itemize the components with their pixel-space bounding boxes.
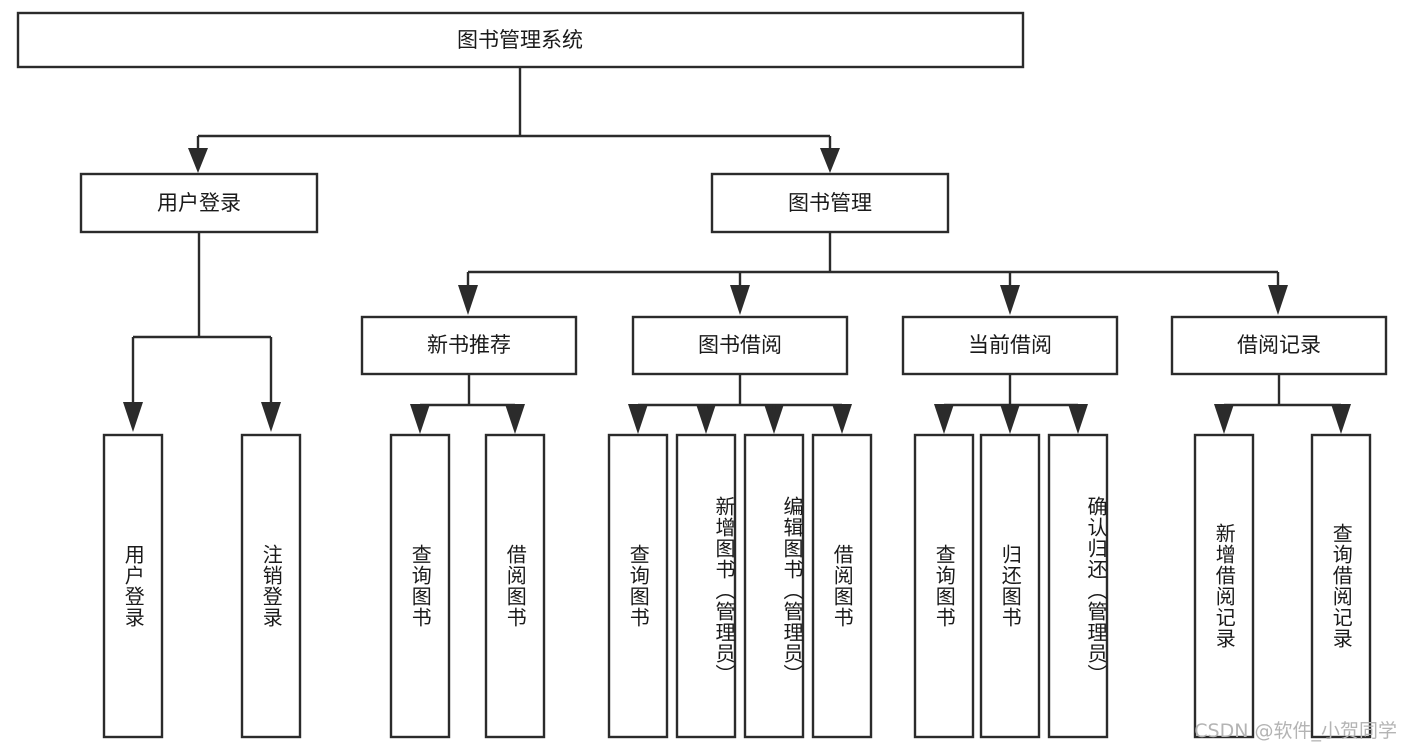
arrow-new-book-recommend bbox=[458, 285, 478, 315]
arrow-leaf-query-record bbox=[1331, 404, 1351, 434]
arrow-leaf-query-book-3 bbox=[934, 404, 954, 434]
arrow-leaf-borrow-book-1 bbox=[505, 404, 525, 434]
current-borrow-label: 当前借阅 bbox=[968, 333, 1052, 357]
root-label: 图书管理系统 bbox=[457, 28, 583, 52]
leaf-borrow-book-2-box[interactable] bbox=[811, 433, 873, 739]
arrow-leaf-edit-book bbox=[764, 404, 784, 434]
leaf-return-book-box[interactable] bbox=[979, 433, 1041, 739]
book-borrow-box bbox=[631, 315, 849, 376]
arrow-leaf-user-login bbox=[123, 402, 143, 432]
leaf-query-book-1-box[interactable] bbox=[389, 433, 451, 739]
current-borrow-box bbox=[901, 315, 1119, 376]
arrow-book-manage bbox=[820, 148, 840, 173]
arrow-borrow-record bbox=[1268, 285, 1288, 315]
new-book-recommend-label: 新书推荐 bbox=[427, 333, 511, 357]
book-borrow-label: 图书借阅 bbox=[698, 333, 782, 357]
arrow-book-borrow bbox=[730, 285, 750, 315]
leaf-user-login-box[interactable] bbox=[102, 433, 164, 739]
arrow-leaf-add-record bbox=[1214, 404, 1234, 434]
leaf-query-book-3-box[interactable] bbox=[913, 433, 975, 739]
arrow-leaf-query-book-1 bbox=[410, 404, 430, 434]
user-login-label: 用户登录 bbox=[157, 191, 241, 215]
node-current-borrow[interactable]: 当前借阅 bbox=[901, 315, 1119, 376]
leaf-confirm-return-box[interactable] bbox=[1047, 433, 1109, 739]
arrow-leaf-confirm-return bbox=[1068, 404, 1088, 434]
node-user-login[interactable]: 用户登录 bbox=[79, 172, 319, 234]
borrow-record-label: 借阅记录 bbox=[1237, 333, 1321, 357]
node-new-book-recommend[interactable]: 新书推荐 bbox=[360, 315, 578, 376]
arrow-leaf-add-book bbox=[696, 404, 716, 434]
leaf-user-logout-box[interactable] bbox=[240, 433, 302, 739]
arrow-leaf-query-book-2 bbox=[628, 404, 648, 434]
leaf-borrow-book-1-box[interactable] bbox=[484, 433, 546, 739]
root-box bbox=[16, 11, 1025, 69]
arrow-user-login bbox=[188, 148, 208, 173]
arrow-leaf-user-logout bbox=[261, 402, 281, 432]
node-root[interactable]: 图书管理系统 bbox=[16, 11, 1025, 69]
arrow-leaf-return-book bbox=[1000, 404, 1020, 434]
new-book-recommend-box bbox=[360, 315, 578, 376]
node-borrow-record[interactable]: 借阅记录 bbox=[1170, 315, 1388, 376]
leaf-add-book-box[interactable] bbox=[675, 433, 737, 739]
book-manage-box bbox=[710, 172, 950, 234]
csdn-watermark: CSDN @软件_小贺同学 bbox=[1194, 720, 1397, 742]
leaf-query-book-2-box[interactable] bbox=[607, 433, 669, 739]
arrow-leaf-borrow-book-2 bbox=[832, 404, 852, 434]
leaf-add-record-box[interactable] bbox=[1193, 433, 1255, 739]
book-manage-label: 图书管理 bbox=[788, 191, 872, 215]
leaf-query-record-box[interactable] bbox=[1310, 433, 1372, 739]
borrow-record-box bbox=[1170, 315, 1388, 376]
leaf-edit-book-box[interactable] bbox=[743, 433, 805, 739]
node-book-borrow[interactable]: 图书借阅 bbox=[631, 315, 849, 376]
arrow-current-borrow bbox=[1000, 285, 1020, 315]
node-book-manage[interactable]: 图书管理 bbox=[710, 172, 950, 234]
